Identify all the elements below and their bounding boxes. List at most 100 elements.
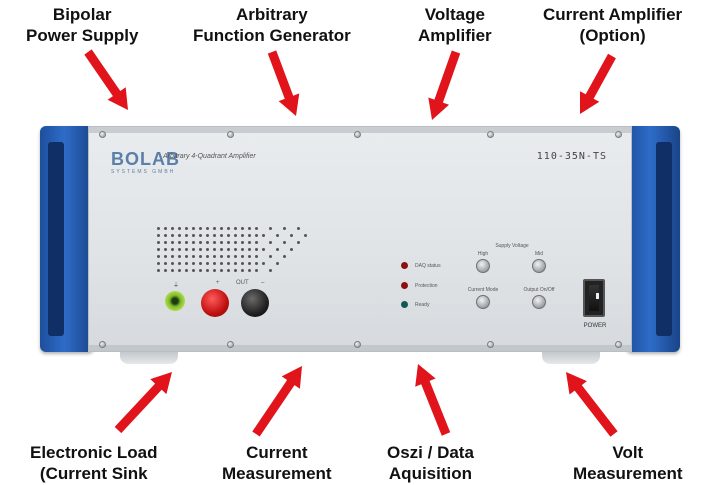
grille-hole <box>269 241 272 244</box>
protection-label: Protection <box>415 283 438 289</box>
grille-hole <box>192 241 195 244</box>
grille-hole <box>269 269 272 272</box>
jack-label-out: OUT <box>236 280 249 286</box>
current-mode-label: Current Mode <box>467 287 499 293</box>
grille-hole <box>283 241 286 244</box>
screw-icon <box>615 341 622 348</box>
callout-current-amplifier: Current Amplifier (Option) <box>543 5 683 45</box>
arrow-current-meas-icon <box>252 366 302 437</box>
grille-hole <box>199 248 202 251</box>
grille-hole <box>227 269 230 272</box>
grille-hole <box>164 241 167 244</box>
positive-terminal[interactable] <box>201 289 229 317</box>
callout-current-measurement: Current Measurement <box>222 443 332 483</box>
grille-hole <box>297 241 300 244</box>
right-rack-handle <box>626 126 680 352</box>
grille-hole <box>283 227 286 230</box>
grille-hole <box>178 255 181 258</box>
grille-hole <box>248 255 251 258</box>
grille-hole <box>220 269 223 272</box>
grille-hole <box>199 227 202 230</box>
brand-logo: BOLAB <box>111 149 180 169</box>
front-panel: BOLAB SYSTEMS GMBH Arbitrary 4-Quadrant … <box>88 126 632 352</box>
grille-hole <box>157 269 160 272</box>
ready-led <box>401 301 408 308</box>
grille-hole <box>290 248 293 251</box>
grille-hole <box>206 269 209 272</box>
ground-jack[interactable] <box>165 291 185 311</box>
grille-hole <box>227 234 230 237</box>
current-mode-button[interactable] <box>476 295 490 309</box>
screw-icon <box>227 341 234 348</box>
model-number: 110-35N-TS <box>536 151 607 162</box>
grille-hole <box>192 227 195 230</box>
daq-status-led <box>401 262 408 269</box>
grille-hole <box>192 234 195 237</box>
high-voltage-button[interactable] <box>476 259 490 273</box>
grille-hole <box>164 269 167 272</box>
grille-hole <box>185 234 188 237</box>
callout-bipolar-power-supply: Bipolar Power Supply <box>26 5 139 45</box>
speaker-grille <box>157 227 317 273</box>
mid-voltage-button[interactable] <box>532 259 546 273</box>
grille-hole <box>234 262 237 265</box>
grille-hole <box>220 241 223 244</box>
grille-hole <box>185 262 188 265</box>
daq-status-label: DAQ status <box>415 263 441 269</box>
grille-hole <box>248 262 251 265</box>
grille-hole <box>206 248 209 251</box>
grille-hole <box>241 234 244 237</box>
output-on-off-button[interactable] <box>532 295 546 309</box>
grille-hole <box>206 241 209 244</box>
grille-hole <box>248 227 251 230</box>
protection-led <box>401 282 408 289</box>
power-switch[interactable] <box>583 279 605 317</box>
grille-hole <box>255 227 258 230</box>
grille-hole <box>304 234 307 237</box>
grille-hole <box>192 255 195 258</box>
grille-hole <box>227 248 230 251</box>
grille-hole <box>192 248 195 251</box>
grille-hole <box>248 269 251 272</box>
grille-hole <box>171 269 174 272</box>
screw-icon <box>227 131 234 138</box>
grille-hole <box>206 262 209 265</box>
callout-voltage-amplifier: Voltage Amplifier <box>418 5 492 45</box>
grille-hole <box>157 262 160 265</box>
grille-hole <box>192 269 195 272</box>
jack-label-ground: ⏚ <box>173 283 180 289</box>
grille-hole <box>234 255 237 258</box>
grille-hole <box>157 255 160 258</box>
grille-hole <box>206 227 209 230</box>
grille-hole <box>255 269 258 272</box>
grille-hole <box>164 227 167 230</box>
grille-hole <box>255 262 258 265</box>
supply-voltage-label: Supply Voltage <box>495 243 529 249</box>
jack-label-plus: + <box>216 280 220 286</box>
ready-label: Ready <box>415 302 430 308</box>
grille-hole <box>157 234 160 237</box>
grille-hole <box>185 248 188 251</box>
grille-hole <box>262 248 265 251</box>
grille-hole <box>234 248 237 251</box>
grille-hole <box>269 255 272 258</box>
grille-hole <box>283 255 286 258</box>
grille-hole <box>157 227 160 230</box>
output-label: Output On/Off <box>523 287 555 293</box>
arrow-bipolar-icon <box>84 49 128 110</box>
grille-hole <box>213 269 216 272</box>
grille-hole <box>213 227 216 230</box>
grille-hole <box>171 234 174 237</box>
grille-hole <box>241 241 244 244</box>
grille-hole <box>262 262 265 265</box>
grille-hole <box>241 255 244 258</box>
grille-hole <box>227 241 230 244</box>
grille-hole <box>227 227 230 230</box>
callout-oszi-data-aquisition: Oszi / Data Aquisition <box>387 443 474 483</box>
grille-hole <box>185 227 188 230</box>
grille-hole <box>164 255 167 258</box>
grille-hole <box>248 241 251 244</box>
negative-terminal[interactable] <box>241 289 269 317</box>
grille-hole <box>164 262 167 265</box>
grille-hole <box>248 248 251 251</box>
